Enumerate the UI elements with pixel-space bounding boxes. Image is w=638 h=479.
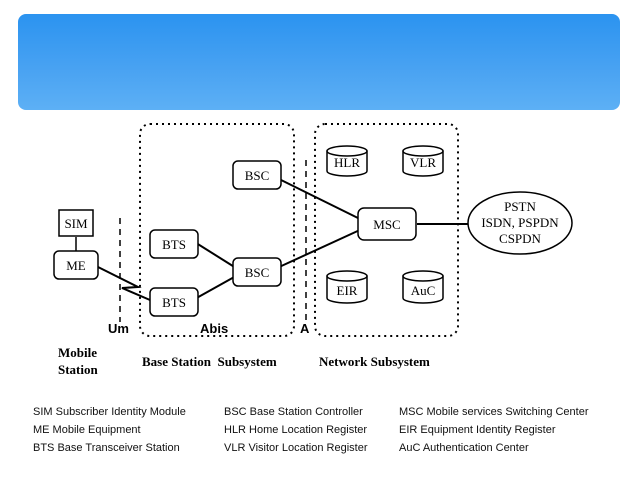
bss-region (139, 123, 295, 337)
hlr-database (326, 145, 368, 177)
legend-hlr: HLR Home Location Register (224, 424, 368, 436)
legend-column-3: MSC Mobile services Switching Center EIR… (399, 403, 589, 457)
vlr-database (402, 145, 444, 177)
mobile-station-label-1: Mobile (58, 345, 97, 360)
bsc-mid-box (232, 257, 282, 287)
bts-bottom-box (149, 287, 199, 317)
bsc-mid-msc-link (276, 228, 363, 269)
bsc-top-box (232, 160, 282, 190)
hlr-label: HLR (334, 155, 360, 170)
eir-database (326, 270, 368, 304)
sim-label: SIM (64, 216, 88, 231)
msc-box (357, 207, 417, 241)
pstn-label-3: CSPDN (499, 231, 542, 246)
bsc-top-msc-link (276, 177, 363, 221)
legend-bts: BTS Base Transceiver Station (33, 442, 180, 454)
legend-sim: SIM Subscriber Identity Module (33, 406, 186, 418)
bts-top-box (149, 229, 199, 259)
radio-link (97, 266, 151, 301)
auc-database (402, 270, 444, 304)
pstn-label-1: PSTN (504, 199, 536, 214)
bts-bottom-label: BTS (162, 295, 186, 310)
msc-label: MSC (373, 217, 400, 232)
bts-top-label: BTS (162, 237, 186, 252)
um-interface-label: Um (108, 321, 129, 336)
legend-column-1: SIM Subscriber Identity Module ME Mobile… (33, 403, 186, 457)
pstn-ellipse (467, 191, 573, 255)
bsc-mid-label: BSC (245, 265, 270, 280)
vlr-label: VLR (410, 155, 436, 170)
legend-msc: MSC Mobile services Switching Center (399, 406, 589, 418)
bts-bottom-bsc-link (192, 275, 237, 301)
auc-label: AuC (411, 283, 436, 298)
legend-auc: AuC Authentication Center (399, 442, 529, 454)
abis-interface-label: Abis (200, 321, 228, 336)
eir-label: EIR (337, 283, 358, 298)
title-banner (18, 14, 620, 110)
bts-top-bsc-link (192, 240, 237, 269)
legend-eir: EIR Equipment Identity Register (399, 424, 556, 436)
sim-box (58, 209, 94, 237)
a-interface-label: A (300, 321, 310, 336)
nss-group-label: Network Subsystem (319, 354, 430, 369)
bss-group-label: Base Station Subsystem (142, 354, 277, 369)
legend-vlr: VLR Visitor Location Register (224, 442, 368, 454)
legend-bsc: BSC Base Station Controller (224, 406, 363, 418)
nss-region (314, 123, 459, 337)
legend-me: ME Mobile Equipment (33, 424, 141, 436)
bsc-top-label: BSC (245, 168, 270, 183)
me-box (53, 250, 99, 280)
legend-column-2: BSC Base Station Controller HLR Home Loc… (224, 403, 367, 457)
pstn-label-2: ISDN, PSPDN (481, 215, 559, 230)
mobile-station-label-2: Station (58, 362, 99, 377)
me-label: ME (66, 258, 86, 273)
